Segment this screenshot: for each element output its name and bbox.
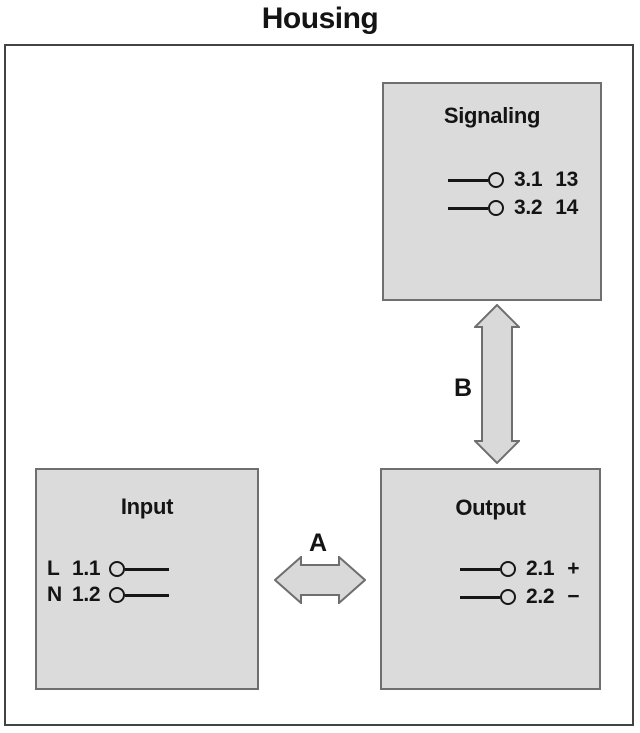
terminal-prefix: L [47, 557, 60, 580]
terminal-row: L 1.1 [47, 556, 170, 582]
output-terminals: 2.1 + 2.2 − [460, 555, 580, 611]
terminal-polarity: + [567, 557, 580, 580]
terminal-suffix: 13 [555, 168, 579, 191]
terminal-id: 3.2 [514, 196, 543, 219]
signaling-terminals: 3.1 13 3.2 14 [448, 166, 578, 222]
signaling-box: Signaling 3.1 13 3.2 14 [382, 82, 602, 301]
terminal-circle-icon [488, 200, 504, 216]
terminal-row: 3.1 13 [448, 166, 578, 194]
terminal-row: 2.2 − [460, 583, 580, 611]
terminal-wire [448, 178, 488, 182]
terminal-id: 3.1 [514, 168, 543, 191]
input-box: Input L 1.1 N 1.2 [35, 468, 259, 690]
terminal-wire [460, 595, 500, 599]
arrow-a-label: A [308, 529, 328, 557]
terminal-suffix: 14 [555, 196, 579, 219]
arrow-b-label: B [453, 374, 473, 402]
terminal-id: 1.2 [72, 583, 101, 606]
terminal-circle-icon [488, 172, 504, 188]
terminal-circle-icon [500, 561, 516, 577]
terminal-circle-icon [500, 589, 516, 605]
terminal-wire [460, 567, 500, 571]
arrow-b-icon [474, 304, 520, 464]
terminal-prefix: N [47, 583, 62, 606]
terminal-id: 1.1 [72, 557, 101, 580]
diagram-title: Housing [261, 2, 379, 35]
terminal-row: 3.2 14 [448, 194, 578, 222]
terminal-row: N 1.2 [47, 582, 170, 608]
housing-frame [4, 44, 634, 726]
arrow-a-icon [274, 556, 366, 604]
terminal-wire [125, 567, 170, 571]
terminal-circle-icon [109, 587, 126, 603]
input-terminals: L 1.1 N 1.2 [47, 556, 170, 608]
terminal-wire [125, 593, 170, 597]
terminal-wire [448, 206, 488, 210]
terminal-circle-icon [109, 561, 126, 577]
terminal-id: 2.2 [526, 585, 555, 608]
terminal-polarity: − [567, 585, 580, 608]
terminal-row: 2.1 + [460, 555, 580, 583]
output-box: Output 2.1 + 2.2 − [380, 468, 601, 690]
signaling-box-title: Signaling [443, 103, 541, 128]
output-box-title: Output [455, 495, 526, 520]
input-box-title: Input [120, 494, 174, 519]
terminal-id: 2.1 [526, 557, 555, 580]
